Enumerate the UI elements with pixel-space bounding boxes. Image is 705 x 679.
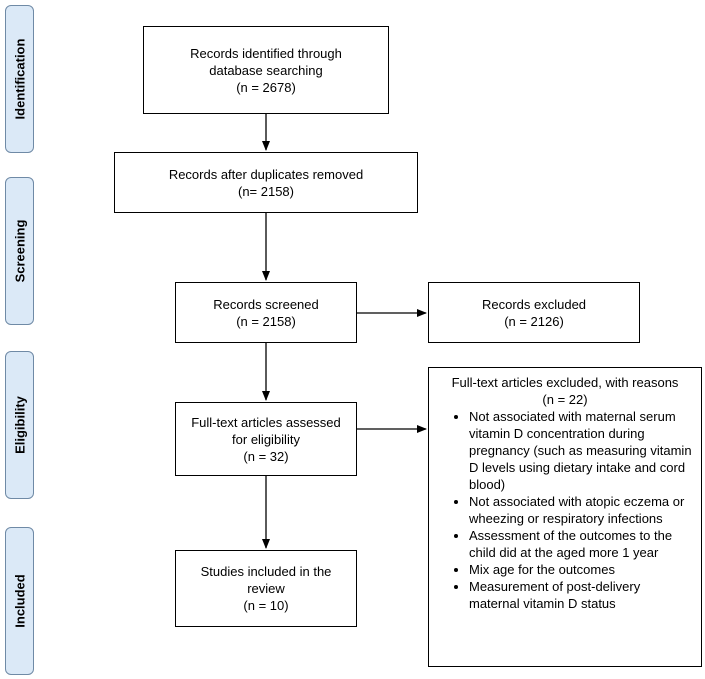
box-records-excluded: Records excluded (n = 2126) xyxy=(428,282,640,343)
phase-included: Included xyxy=(5,527,34,675)
duplicates-removed-count: (n= 2158) xyxy=(237,183,294,199)
fulltext-excluded-count: (n = 22) xyxy=(542,392,588,407)
box-fulltext-assessed: Full-text articles assessed for eligibil… xyxy=(175,402,357,476)
phase-eligibility: Eligibility xyxy=(5,351,34,499)
studies-included-count: (n = 10) xyxy=(243,598,289,613)
exclusion-reasons-list: Not associated with maternal serum vitam… xyxy=(437,408,693,612)
studies-included-line2: review xyxy=(247,581,285,596)
fulltext-assessed-count: (n = 32) xyxy=(243,448,289,464)
records-excluded-count: (n = 2126) xyxy=(504,313,564,329)
records-identified-count: (n = 2678) xyxy=(236,79,296,95)
exclusion-reason: Not associated with maternal serum vitam… xyxy=(469,408,693,493)
box-records-screened: Records screened (n = 2158) xyxy=(175,282,357,343)
phase-screening: Screening xyxy=(5,177,34,325)
box-duplicates-removed: Records after duplicates removed (n= 215… xyxy=(114,152,418,213)
exclusion-reason: Measurement of post-delivery maternal vi… xyxy=(469,578,693,612)
duplicates-removed-line1: Records after duplicates removed xyxy=(168,166,364,182)
records-screened-count: (n = 2158) xyxy=(236,313,296,329)
exclusion-reason: Mix age for the outcomes xyxy=(469,561,693,578)
box-records-identified: Records identified through database sear… xyxy=(143,26,389,114)
records-screened-line1: Records screened xyxy=(213,296,319,312)
records-identified-line2: database searching xyxy=(209,62,323,78)
records-excluded-line1: Records excluded xyxy=(481,296,587,312)
records-identified-line1: Records identified through xyxy=(190,45,342,61)
phase-identification: Identification xyxy=(5,5,34,153)
exclusion-reason: Assessment of the outcomes to the child … xyxy=(469,527,693,561)
exclusion-reason: Not associated with atopic eczema or whe… xyxy=(469,493,693,527)
fulltext-assessed-line2: for eligibility xyxy=(232,431,300,447)
studies-included-line1: Studies included in the xyxy=(200,564,332,579)
fulltext-assessed-line1: Full-text articles assessed xyxy=(191,414,341,430)
box-studies-included: Studies included in the review (n = 10) xyxy=(175,550,357,627)
fulltext-excluded-title: Full-text articles excluded, with reason… xyxy=(451,375,679,390)
box-fulltext-excluded: Full-text articles excluded, with reason… xyxy=(428,367,702,667)
